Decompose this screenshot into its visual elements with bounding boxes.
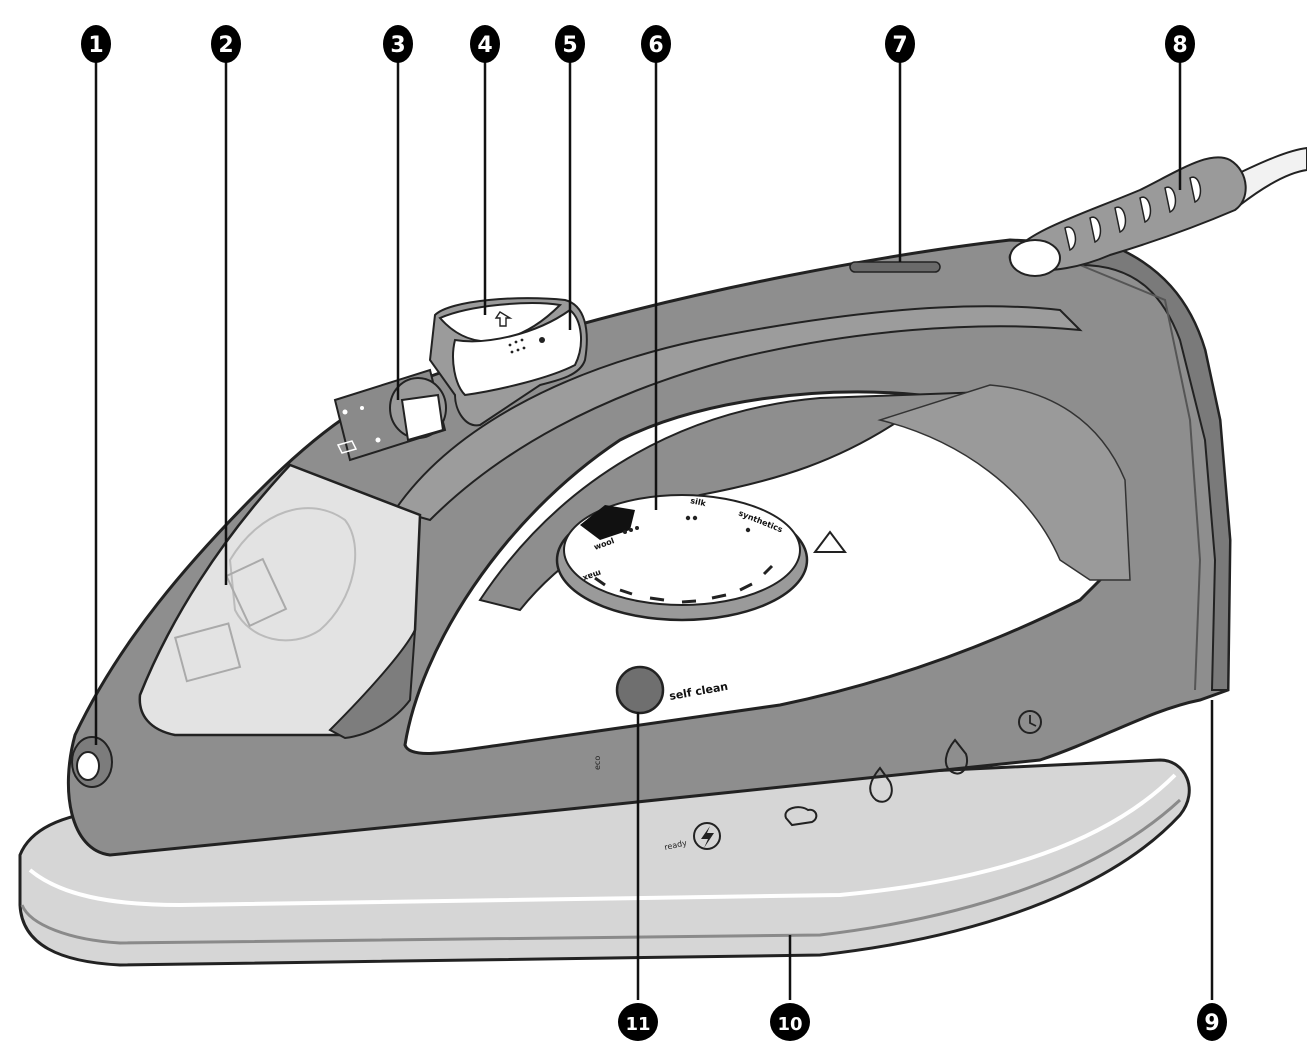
- callout-4: 4: [470, 25, 500, 63]
- svg-text:7: 7: [892, 33, 907, 58]
- svg-text:10: 10: [777, 1014, 802, 1035]
- tank-lid: [328, 629, 416, 740]
- self-clean-button[interactable]: [615, 665, 665, 715]
- svg-text:5: 5: [562, 33, 577, 58]
- dial-setting-dots: [623, 515, 751, 534]
- svg-text:3: 3: [390, 33, 405, 58]
- tank-inner-shape: [228, 507, 357, 642]
- tank-filter: [225, 557, 288, 628]
- callout-10: 10: [770, 1003, 810, 1041]
- rear-heel-panel: [1076, 243, 1232, 691]
- svg-text:8: 8: [1172, 33, 1187, 58]
- callout-2: 2: [211, 25, 241, 63]
- auto-off-hand: [1029, 715, 1037, 727]
- spray-icon: [494, 311, 513, 327]
- heel-line: [1079, 264, 1202, 691]
- callout-9: 9: [1197, 1003, 1227, 1041]
- eco-label: eco: [593, 756, 602, 770]
- callout-1: 1: [81, 25, 111, 63]
- svg-text:2: 2: [218, 33, 233, 58]
- svg-text:1: 1: [88, 33, 103, 58]
- spray-nozzle[interactable]: [76, 751, 100, 781]
- drip-icon: [869, 766, 893, 803]
- dial-off-segment: [580, 505, 635, 540]
- dial-dashes: [594, 564, 774, 604]
- callout-8: 8: [1165, 25, 1195, 63]
- steam-selector-lever[interactable]: [400, 393, 445, 442]
- steam-burst-button[interactable]: [452, 308, 582, 397]
- strain-relief-grooves: [1064, 176, 1202, 252]
- soleplate-edge: [20, 798, 1182, 945]
- steam-mid-dot: [360, 406, 364, 410]
- tank-cap: [174, 622, 242, 683]
- steam-control-icon: [784, 806, 818, 827]
- handle-inner-shade: [877, 384, 1131, 581]
- water-level-window: [849, 261, 941, 273]
- strain-relief-base: [1009, 239, 1061, 277]
- auto-off-icon: [1018, 710, 1042, 734]
- callout-5: 5: [555, 25, 585, 63]
- callout-3: 3: [383, 25, 413, 63]
- steam-high-dot: [375, 437, 381, 443]
- svg-text:6: 6: [648, 33, 663, 58]
- svg-text:4: 4: [477, 33, 492, 58]
- steam-burst-icon: [508, 337, 545, 354]
- steam-low-dot: [342, 409, 348, 415]
- callout-7: 7: [885, 25, 915, 63]
- steam-iron-icon: [336, 440, 358, 454]
- ready-bolt-icon: [701, 826, 714, 848]
- svg-text:9: 9: [1204, 1011, 1219, 1036]
- leader-lines: [94, 60, 1214, 1000]
- ready-indicator: [693, 822, 721, 850]
- dial-label-silk: silk: [690, 496, 708, 508]
- callout-6: 6: [641, 25, 671, 63]
- callout-11: 11: [618, 1003, 658, 1041]
- soleplate-rim: [28, 773, 1177, 908]
- svg-text:11: 11: [625, 1014, 650, 1035]
- anti-calc-icon: [944, 738, 968, 775]
- dial-indicator-triangle: [813, 530, 847, 553]
- handle-top-rim: [393, 305, 1083, 522]
